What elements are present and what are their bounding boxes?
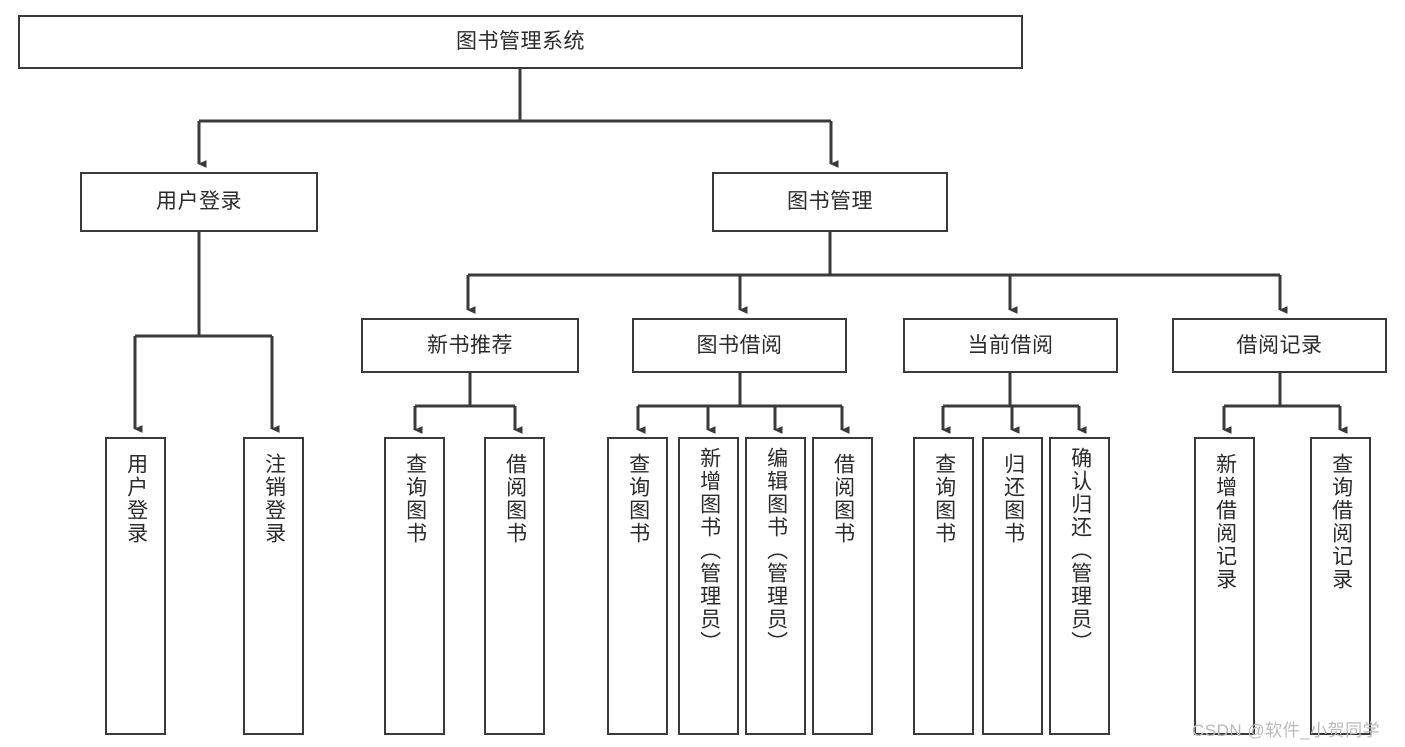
node-leaf-logout-label: 注销登录: [262, 453, 286, 545]
node-leaf-user-login[interactable]: 用户登录: [105, 437, 166, 735]
node-leaf-query-record[interactable]: 查询借阅记录: [1310, 437, 1371, 735]
node-new-book-recommend-label: 新书推荐: [427, 333, 513, 357]
node-book-manage-label: 图书管理: [787, 190, 873, 214]
node-new-book-recommend[interactable]: 新书推荐: [361, 318, 579, 373]
node-leaf-return-book[interactable]: 归还图书: [982, 437, 1043, 735]
node-leaf-query-book-1[interactable]: 查询图书: [384, 437, 445, 735]
node-leaf-query-book-2-label: 查询图书: [626, 453, 650, 545]
node-leaf-logout[interactable]: 注销登录: [243, 437, 304, 735]
node-leaf-edit-book-label: 编辑图书（管理员）: [764, 447, 788, 654]
node-leaf-add-record[interactable]: 新增借阅记录: [1194, 437, 1255, 735]
node-leaf-query-book-2[interactable]: 查询图书: [607, 437, 668, 735]
node-user-login[interactable]: 用户登录: [80, 172, 318, 232]
node-leaf-confirm-return[interactable]: 确认归还（管理员）: [1049, 437, 1110, 735]
node-current-borrow[interactable]: 当前借阅: [903, 318, 1118, 373]
node-leaf-add-record-label: 新增借阅记录: [1213, 453, 1237, 591]
node-leaf-return-book-label: 归还图书: [1001, 453, 1025, 545]
node-leaf-user-login-label: 用户登录: [124, 453, 148, 545]
node-leaf-confirm-return-label: 确认归还（管理员）: [1068, 447, 1092, 654]
node-leaf-add-book[interactable]: 新增图书（管理员）: [678, 437, 739, 735]
node-leaf-query-book-3-label: 查询图书: [932, 453, 956, 545]
node-leaf-query-record-label: 查询借阅记录: [1329, 453, 1353, 591]
node-leaf-borrow-book-2-label: 借阅图书: [831, 453, 855, 545]
node-leaf-query-book-3[interactable]: 查询图书: [913, 437, 974, 735]
node-root[interactable]: 图书管理系统: [18, 15, 1023, 69]
node-leaf-borrow-book-1[interactable]: 借阅图书: [484, 437, 545, 735]
node-leaf-borrow-book-2[interactable]: 借阅图书: [812, 437, 873, 735]
node-root-label: 图书管理系统: [456, 30, 585, 54]
node-book-manage[interactable]: 图书管理: [712, 172, 948, 232]
node-leaf-edit-book[interactable]: 编辑图书（管理员）: [745, 437, 806, 735]
node-borrow-record-label: 借阅记录: [1236, 333, 1323, 357]
node-leaf-add-book-label: 新增图书（管理员）: [697, 447, 721, 654]
node-leaf-borrow-book-1-label: 借阅图书: [503, 453, 527, 545]
node-leaf-query-book-1-label: 查询图书: [403, 453, 427, 545]
node-borrow-record[interactable]: 借阅记录: [1172, 318, 1387, 373]
node-book-borrow[interactable]: 图书借阅: [632, 318, 847, 373]
node-book-borrow-label: 图书借阅: [696, 333, 783, 357]
node-user-login-label: 用户登录: [156, 190, 242, 214]
node-current-borrow-label: 当前借阅: [967, 333, 1054, 357]
